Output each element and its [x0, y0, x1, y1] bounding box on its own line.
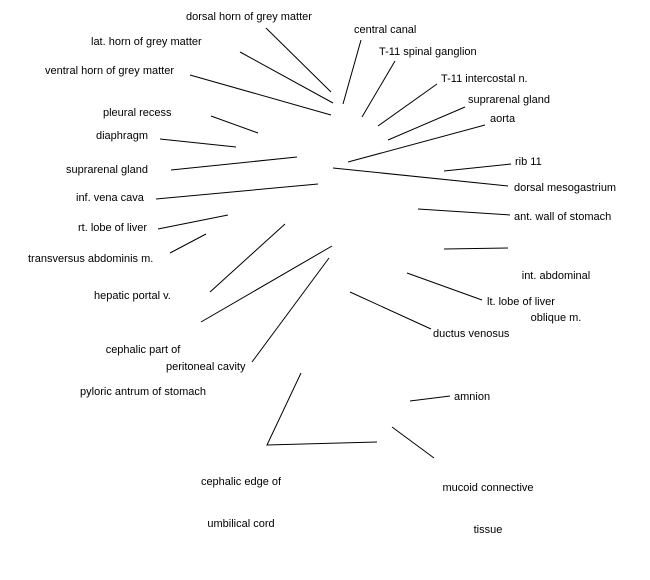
leader-umbilical-cord — [266, 372, 378, 446]
leader-ductus-venosus — [349, 291, 432, 330]
leader-lat-horn — [239, 51, 334, 104]
leader-transversus-abdominis — [169, 233, 207, 254]
label-umbilical-cord: cephalic edge of umbilical cord — [188, 447, 294, 559]
label-lat-horn: lat. horn of grey matter — [91, 36, 202, 48]
label-dorsal-horn: dorsal horn of grey matter — [186, 11, 312, 23]
leader-rib-11 — [443, 163, 512, 172]
label-int-abdominal-line-1: int. abdominal — [521, 270, 591, 282]
label-int-abdominal-line-2: oblique m. — [530, 312, 582, 324]
label-peritoneal-cavity: peritoneal cavity — [166, 361, 246, 373]
label-inf-vena-cava: inf. vena cava — [76, 192, 144, 204]
leader-mucoid-tissue — [391, 426, 435, 459]
leader-pyloric-antrum — [200, 245, 333, 323]
label-amnion: amnion — [454, 391, 491, 403]
label-dorsal-mesogastrium: dorsal mesogastrium — [514, 182, 617, 194]
label-rt-lobe-liver: rt. lobe of liver — [78, 222, 148, 234]
label-aorta: aorta — [490, 113, 516, 125]
leader-suprarenal-left — [170, 156, 298, 171]
label-central-canal: central canal — [354, 24, 417, 36]
label-umbilical-cord-line-2: umbilical cord — [207, 518, 275, 530]
leader-ant-wall-stomach — [417, 208, 511, 216]
label-int-abdominal-oblique: int. abdominal oblique m. — [508, 241, 604, 353]
label-spinal-ganglion: T-11 spinal ganglion — [379, 46, 477, 58]
leader-rt-lobe-liver — [157, 214, 229, 230]
leader-hepatic-portal — [209, 223, 286, 293]
label-rib-11: rib 11 — [515, 156, 542, 168]
leader-lt-lobe-liver — [406, 272, 483, 301]
leader-dorsal-horn — [265, 27, 332, 93]
label-pleural-recess: pleural recess — [103, 107, 172, 119]
leader-peritoneal-cavity — [251, 257, 330, 363]
leader-spinal-ganglion — [361, 60, 396, 118]
label-umbilical-cord-line-1: cephalic edge of — [200, 476, 282, 488]
label-mucoid-tissue: mucoid connective tissue — [431, 453, 545, 565]
leader-ventral-horn — [189, 74, 332, 116]
label-mucoid-tissue-line-2: tissue — [473, 524, 503, 536]
leader-intercostal — [377, 83, 438, 127]
label-ventral-horn: ventral horn of grey matter — [45, 65, 175, 77]
label-intercostal: T-11 intercostal n. — [441, 73, 528, 85]
leader-pleural-recess — [210, 115, 259, 134]
label-ant-wall-stomach: ant. wall of stomach — [514, 211, 612, 223]
label-ductus-venosus: ductus venosus — [433, 328, 510, 340]
leader-diaphragm — [159, 138, 237, 148]
leader-dorsal-mesogastrium — [332, 167, 509, 187]
label-suprarenal-right: suprarenal gland — [468, 94, 550, 106]
label-lt-lobe-liver: lt. lobe of liver — [487, 296, 555, 308]
leader-central-canal — [342, 39, 362, 105]
label-suprarenal-left: suprarenal gland — [66, 164, 148, 176]
leader-amnion — [409, 395, 451, 402]
label-pyloric-antrum: cephalic part of pyloric antrum of stoma… — [68, 315, 218, 427]
leader-int-abdominal-oblique — [443, 247, 509, 250]
label-diaphragm: diaphragm — [96, 130, 148, 142]
label-hepatic-portal: hepatic portal v. — [94, 290, 171, 302]
label-pyloric-antrum-line-2: pyloric antrum of stomach — [80, 386, 206, 398]
label-mucoid-tissue-line-1: mucoid connective — [442, 482, 534, 494]
label-pyloric-antrum-line-1: cephalic part of — [105, 344, 181, 356]
leader-aorta — [347, 124, 486, 163]
label-transversus-abdominis: transversus abdominis m. — [28, 253, 154, 265]
leader-suprarenal-right — [387, 106, 466, 141]
leader-inf-vena-cava — [155, 183, 319, 200]
